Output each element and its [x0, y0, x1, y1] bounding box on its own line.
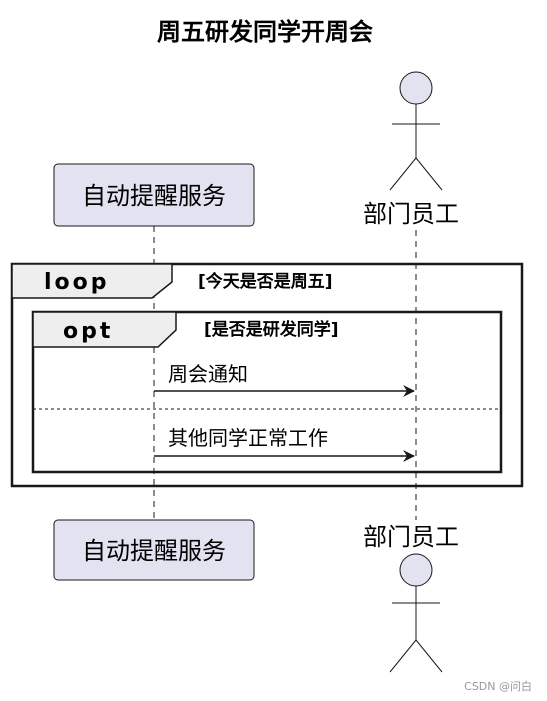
message-2: 其他同学正常工作 — [154, 426, 415, 462]
opt-frame: opt [是否是研发同学] — [31, 310, 503, 474]
actor-employee-top: 部门员工 — [363, 71, 459, 228]
opt-condition: [是否是研发同学] — [204, 319, 339, 340]
message-2-label: 其他同学正常工作 — [168, 426, 328, 450]
actor-employee-label: 部门员工 — [363, 200, 459, 228]
actor-icon — [389, 71, 443, 191]
participant-service-label-bottom: 自动提醒服务 — [82, 537, 226, 565]
actor-icon — [389, 553, 443, 673]
loop-frame: loop [今天是否是周五] — [10, 262, 524, 488]
loop-condition: [今天是否是周五] — [198, 271, 333, 292]
participant-service-bottom: 自动提醒服务 — [53, 519, 255, 581]
message-1-label: 周会通知 — [168, 362, 248, 386]
participant-service-label: 自动提醒服务 — [82, 182, 226, 210]
opt-keyword: opt — [63, 319, 113, 344]
diagram-title: 周五研发同学开周会 — [157, 18, 373, 46]
watermark: CSDN @问白 — [464, 679, 532, 693]
actor-employee-label-bottom: 部门员工 — [363, 523, 459, 551]
actor-employee-bottom: 部门员工 — [363, 523, 459, 673]
loop-keyword: loop — [44, 270, 110, 295]
participant-service-top: 自动提醒服务 — [53, 163, 255, 227]
message-1: 周会通知 — [154, 362, 415, 397]
